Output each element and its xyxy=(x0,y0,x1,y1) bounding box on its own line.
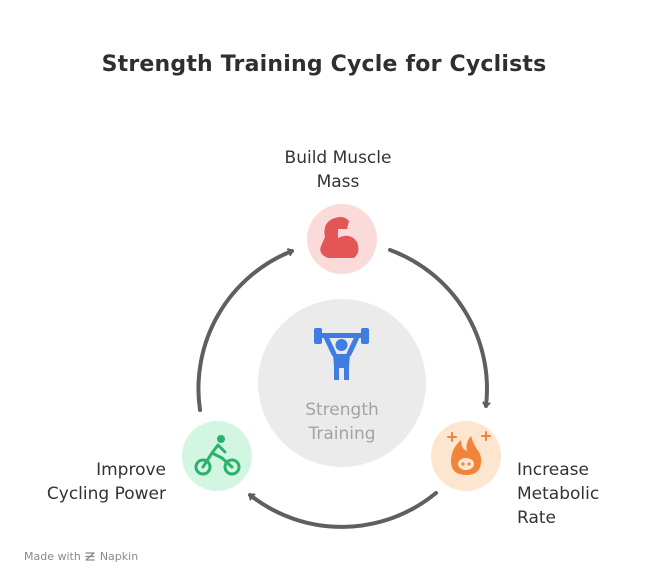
footer-brand: Napkin xyxy=(99,550,139,563)
diagram-title: Strength Training Cycle for Cyclists xyxy=(101,52,547,77)
flexed-bicep-icon xyxy=(320,217,359,258)
flame-icon xyxy=(447,431,491,475)
node-left-label-line1: Improve xyxy=(96,460,166,480)
node-left-label-line2: Cycling Power xyxy=(46,484,166,504)
node-right-label: Increase Metabolic Rate xyxy=(517,458,642,530)
napkin-logo-icon xyxy=(85,552,95,561)
center-label-line2: Training xyxy=(308,424,376,444)
center-label: Strength Training xyxy=(259,398,425,446)
center-label-line1: Strength xyxy=(305,400,379,420)
node-top-label-line1: Build Muscle xyxy=(284,148,392,168)
node-right-label-line2: Metabolic xyxy=(517,484,600,504)
arrow-top-to-right xyxy=(388,248,487,408)
arrow-right-to-left xyxy=(248,491,438,529)
cyclist-icon xyxy=(194,435,241,476)
weightlifter-icon xyxy=(314,328,369,380)
arrow-left-to-top xyxy=(196,251,294,412)
node-right-label-line3: Rate xyxy=(517,508,556,528)
footer-attribution: Made with Napkin xyxy=(24,550,138,563)
center-circle xyxy=(258,299,426,467)
node-left-label: Improve Cycling Power xyxy=(10,458,166,506)
node-top-label-line2: Mass xyxy=(316,172,360,192)
node-right-label-line1: Increase xyxy=(517,460,589,480)
node-top-label: Build Muscle Mass xyxy=(252,146,424,194)
footer-made-with: Made with xyxy=(24,550,81,563)
